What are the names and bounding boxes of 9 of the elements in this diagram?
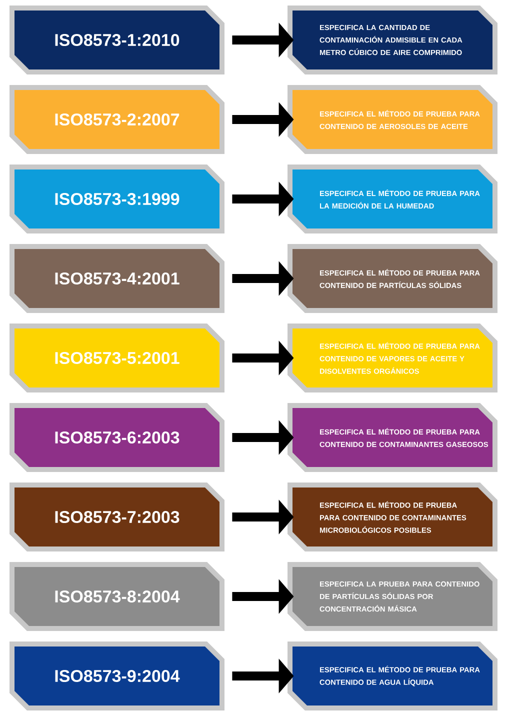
standard-box: ISO8573-1:2010 [10, 6, 224, 74]
standard-box: ISO8573-6:2003 [10, 403, 224, 472]
standard-box: ISO8573-7:2003 [10, 482, 224, 552]
standard-box: ISO8573-2:2007 [10, 85, 224, 154]
standard-box: ISO8573-5:2001 [10, 324, 224, 392]
standard-box: ISO8573-4:2001 [10, 244, 224, 313]
standard-box: ISO8573-8:2004 [10, 562, 224, 631]
standard-box: ISO8573-3:1999 [10, 164, 224, 234]
standard-box: ISO8573-9:2004 [10, 642, 224, 710]
